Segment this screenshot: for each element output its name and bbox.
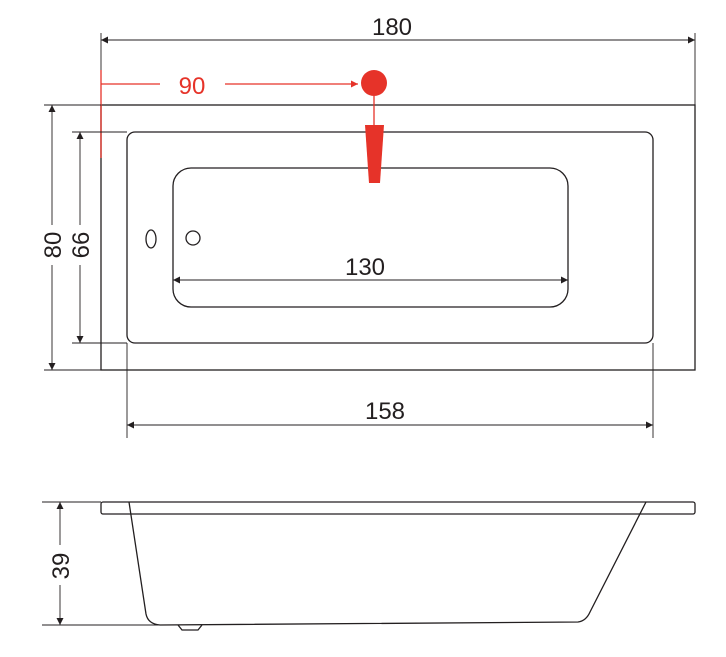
side-rim — [100, 501, 696, 515]
dimension-overall-width: 80 — [40, 104, 101, 371]
tap-position-marker — [361, 70, 387, 96]
dimension-label: 66 — [68, 232, 95, 259]
dimension-inner-width: 66 — [68, 131, 127, 344]
dimension-label: 130 — [345, 254, 385, 281]
dimension-overall-length: 180 — [100, 14, 696, 105]
overflow-icon — [185, 230, 201, 246]
side-body — [128, 501, 647, 626]
side-view — [100, 501, 696, 631]
dimension-basin-length: 130 — [173, 254, 568, 284]
dimension-label: 90 — [179, 73, 206, 100]
drain-icon — [145, 229, 157, 249]
outer-rim — [100, 104, 696, 371]
dimension-height: 39 — [42, 501, 160, 626]
top-view — [100, 104, 696, 371]
dimension-label: 80 — [40, 232, 67, 259]
dimension-inner-length: 158 — [126, 343, 654, 438]
basin — [172, 167, 569, 308]
dimension-label: 39 — [48, 553, 75, 580]
dimension-label: 180 — [372, 14, 412, 41]
tap-icon — [365, 125, 384, 183]
inner-rim — [126, 131, 654, 344]
dimension-tap-offset: 90 — [100, 70, 387, 183]
dimension-label: 158 — [365, 398, 405, 425]
drain-outlet — [177, 624, 203, 631]
